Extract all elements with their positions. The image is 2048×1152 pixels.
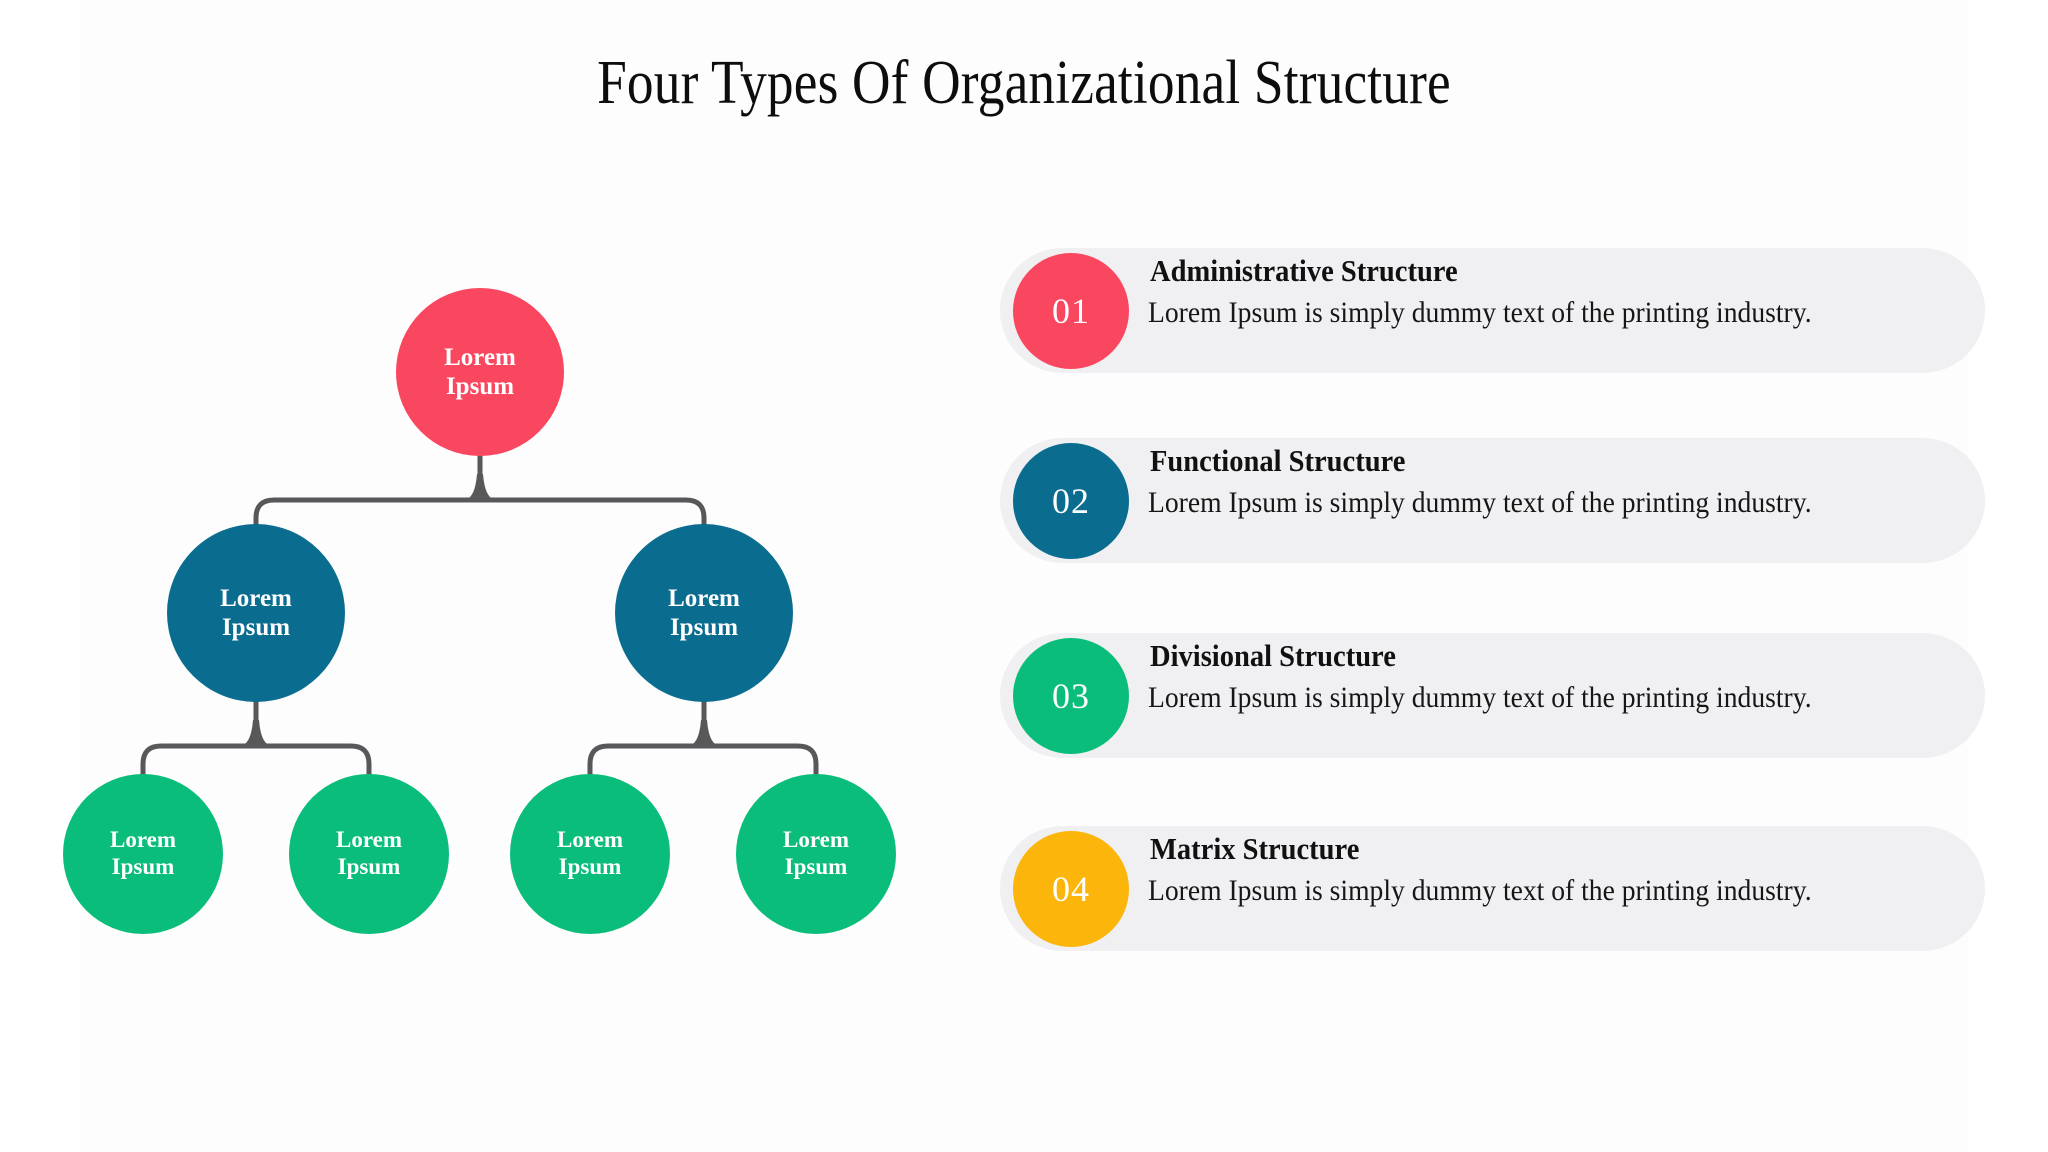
org-node-label-line1: Lorem bbox=[220, 585, 292, 612]
page-title: Four Types Of Organizational Structure bbox=[597, 49, 1451, 117]
org-node-label-line1: Lorem bbox=[556, 827, 623, 853]
org-node-label-line2: Ipsum bbox=[337, 854, 401, 879]
structure-title: Administrative Structure bbox=[1150, 253, 1458, 288]
structure-number-badge: 02 bbox=[1013, 442, 1129, 559]
org-node-label-line2: Ipsum bbox=[558, 854, 622, 879]
structure-title: Matrix Structure bbox=[1150, 831, 1360, 866]
structure-description: Lorem Ipsum is simply dummy text of the … bbox=[1148, 486, 1812, 520]
org-node-label-line2: Ipsum bbox=[221, 614, 291, 641]
structure-description: Lorem Ipsum is simply dummy text of the … bbox=[1148, 296, 1812, 330]
org-node-label-line2: Ipsum bbox=[111, 854, 175, 879]
structure-number-badge: 03 bbox=[1013, 637, 1129, 754]
org-node-label-line1: Lorem bbox=[444, 344, 516, 371]
structure-number-badge: 01 bbox=[1013, 252, 1129, 369]
org-node-label-line1: Lorem bbox=[668, 585, 740, 612]
structure-description: Lorem Ipsum is simply dummy text of the … bbox=[1148, 874, 1812, 908]
structure-title: Divisional Structure bbox=[1150, 638, 1396, 673]
org-node-label-line1: Lorem bbox=[109, 827, 176, 853]
org-chart-connectors bbox=[140, 451, 819, 779]
org-node-label-line1: Lorem bbox=[782, 827, 849, 853]
org-node-label-line1: Lorem bbox=[335, 827, 402, 853]
structure-number-badge: 04 bbox=[1013, 830, 1129, 947]
org-node-label-line2: Ipsum bbox=[784, 854, 848, 879]
structure-title: Functional Structure bbox=[1150, 443, 1406, 478]
org-node-label-line2: Ipsum bbox=[669, 614, 739, 641]
structure-description: Lorem Ipsum is simply dummy text of the … bbox=[1148, 681, 1812, 715]
org-node-label-line2: Ipsum bbox=[445, 373, 515, 400]
